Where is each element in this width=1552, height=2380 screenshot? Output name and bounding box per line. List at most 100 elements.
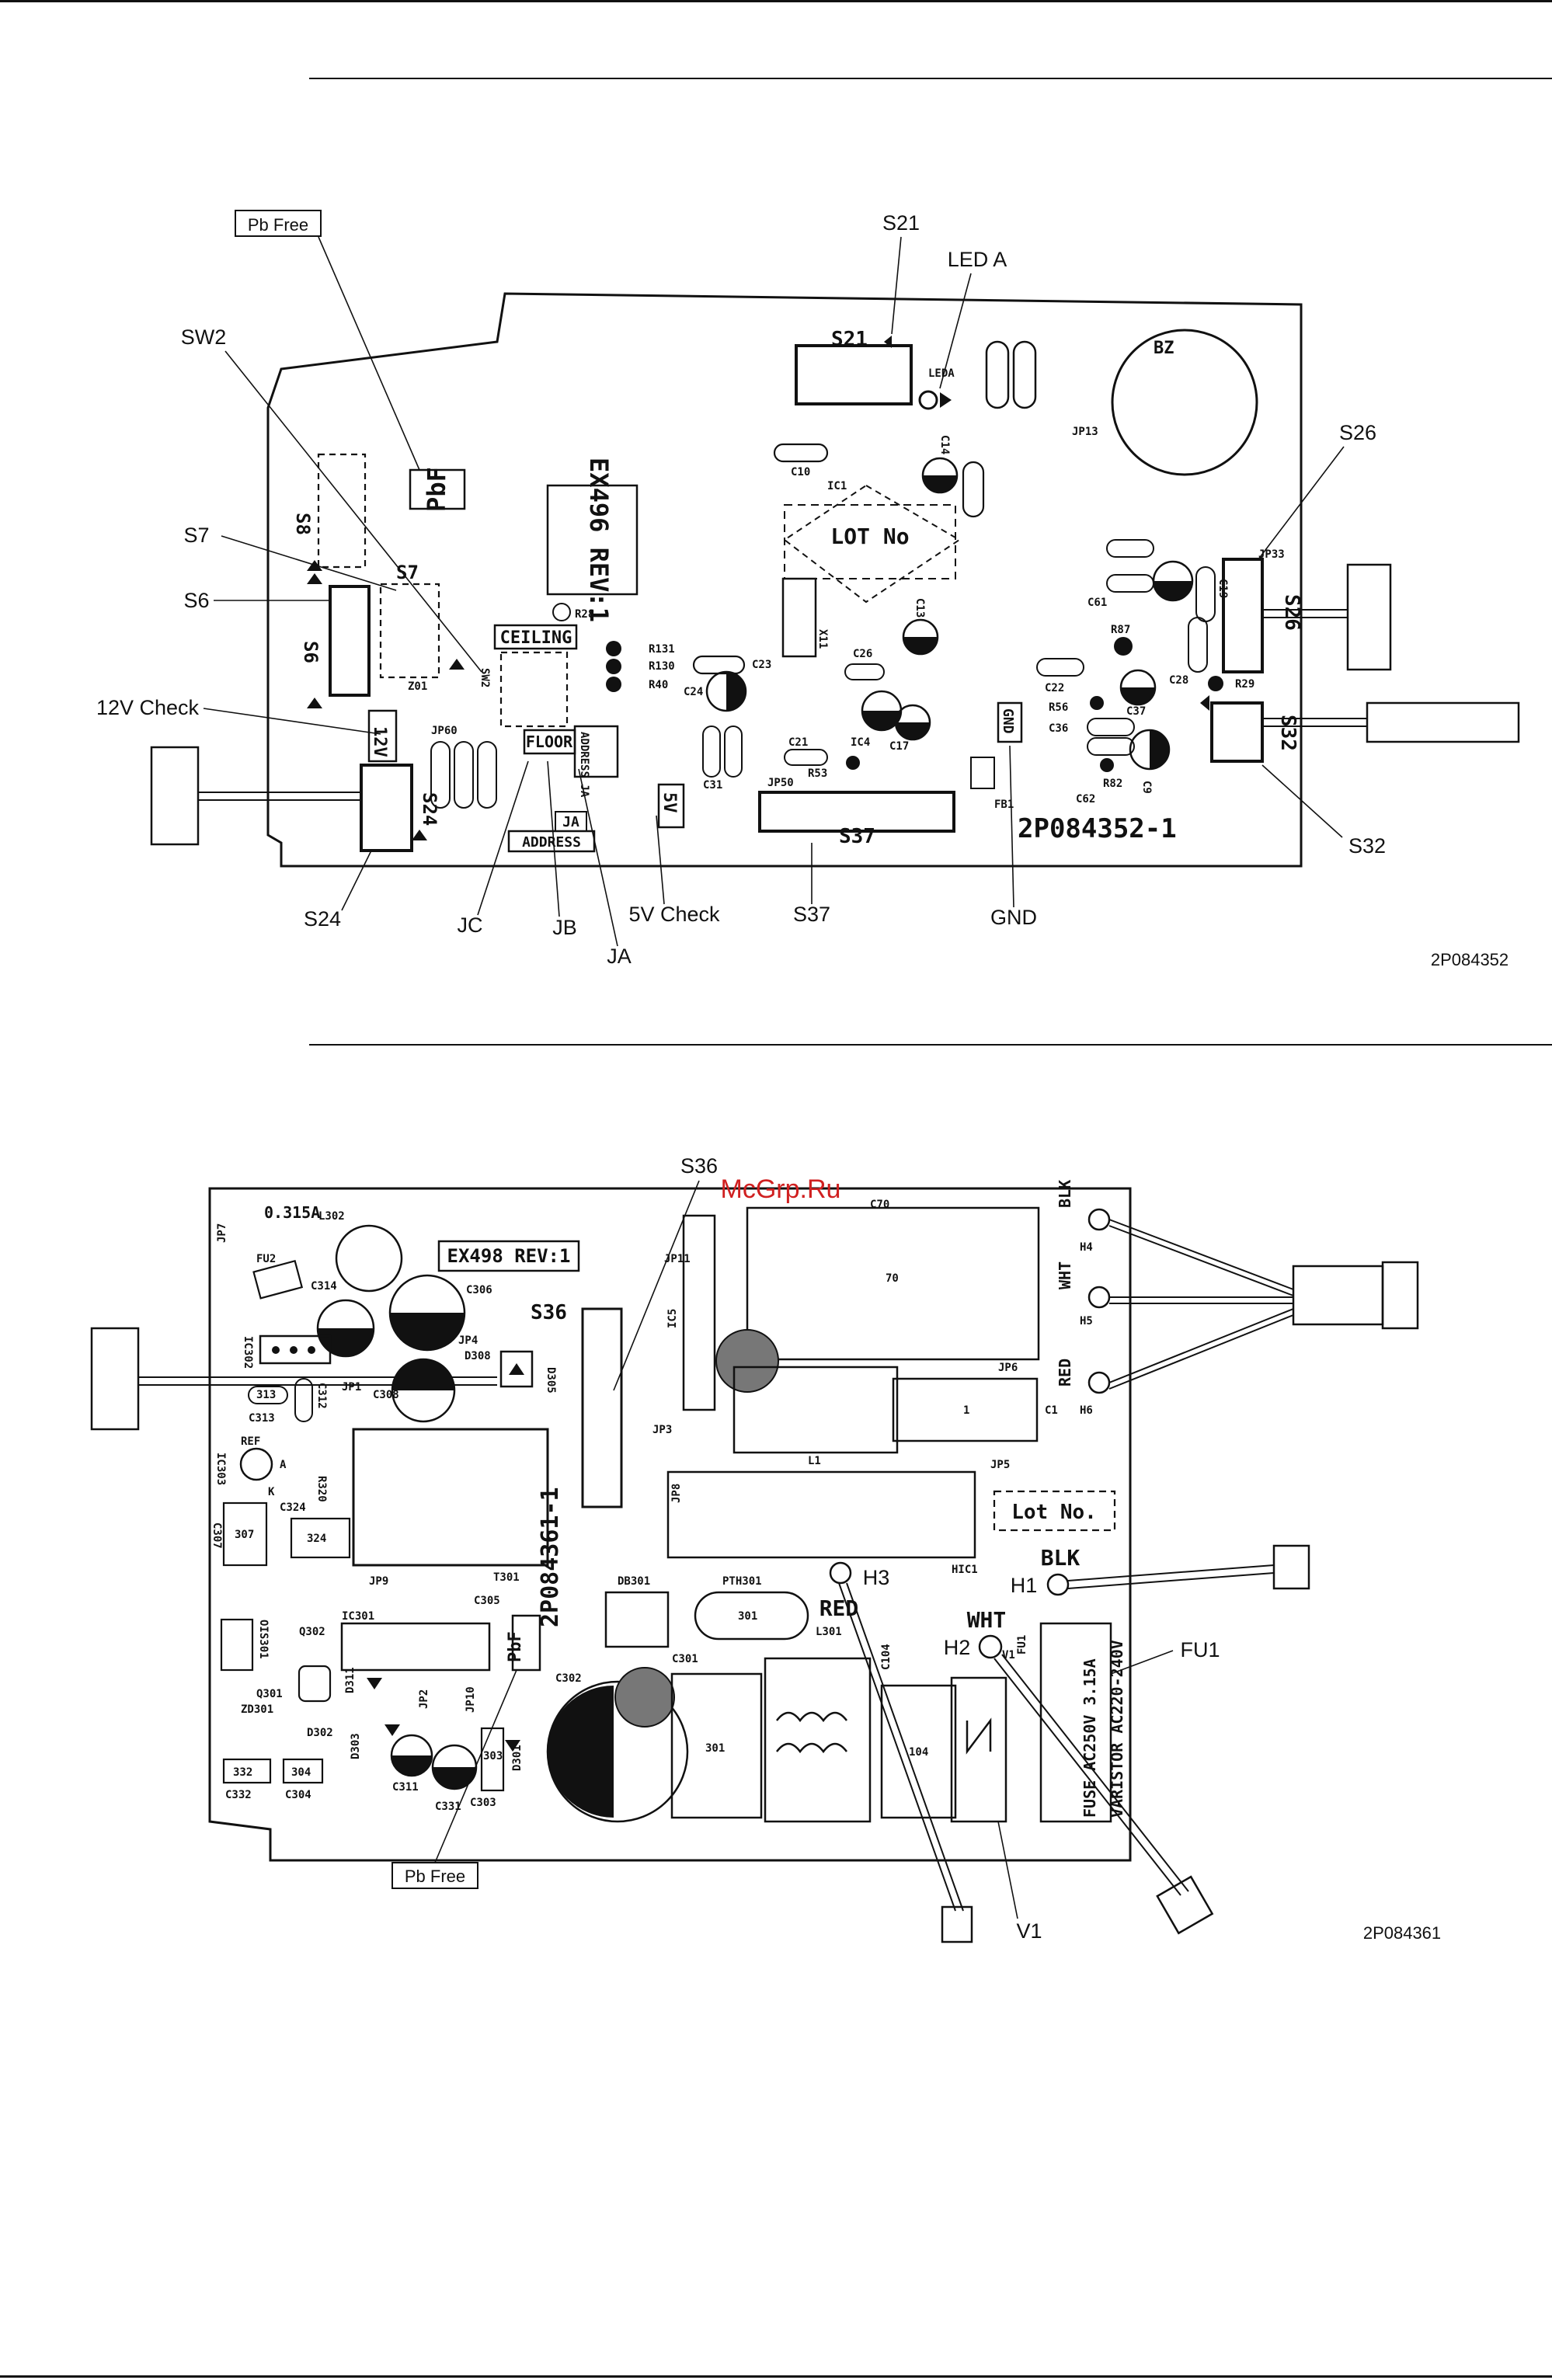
- top-r29-silk: R29: [1235, 678, 1254, 691]
- bottom-324-silk: 324: [307, 1533, 326, 1545]
- bottom-jp1-silk: JP1: [342, 1381, 361, 1394]
- bottom-301b-silk: 301: [705, 1742, 725, 1755]
- bottom-332-silk: 332: [233, 1766, 252, 1779]
- bottom-rev-silk: EX498 REV:1: [447, 1245, 571, 1267]
- bottom-jp9-silk: JP9: [369, 1575, 388, 1588]
- bottom-fu1-silk: FU1: [1016, 1635, 1028, 1655]
- bottom-wht-callout: WHT: [967, 1607, 1007, 1633]
- top-r82-silk: R82: [1103, 778, 1122, 790]
- bottom-fuse-rating-silk: FUSE AC250V 3.15A: [1080, 1658, 1099, 1818]
- bottom-varistor-rating-silk: VARISTOR AC220-240V: [1108, 1640, 1126, 1818]
- top-address-ja-silk: ADDRESS JA: [578, 732, 590, 798]
- top-r130-silk: R130: [649, 660, 675, 673]
- bottom-lot-no-silk: Lot No.: [1011, 1501, 1097, 1524]
- bottom-h5-silk: H5: [1080, 1315, 1093, 1327]
- bottom-board-code: 2P084361: [1363, 1923, 1441, 1943]
- bottom-jp2-silk: JP2: [418, 1689, 430, 1709]
- top-ceiling-silk: CEILING: [500, 628, 572, 648]
- bottom-jp11-silk: JP11: [664, 1253, 691, 1265]
- top-jc-callout: JC: [458, 913, 483, 937]
- top-s7-silk: S7: [396, 562, 419, 583]
- top-jb-callout: JB: [552, 916, 577, 939]
- top-jp60-silk: JP60: [431, 725, 458, 737]
- bottom-jp3-silk: JP3: [652, 1424, 672, 1436]
- watermark: McGrp.Ru: [721, 1174, 841, 1204]
- bottom-jp5-silk: JP5: [990, 1459, 1010, 1471]
- top-c62-silk: C62: [1076, 793, 1095, 806]
- top-12v-check-callout: 12V Check: [96, 696, 200, 719]
- top-jp50-silk: JP50: [767, 777, 794, 789]
- top-c10-silk: C10: [791, 466, 810, 478]
- top-c21-silk: C21: [788, 736, 808, 749]
- top-pb-free-callout: Pb Free: [248, 215, 308, 235]
- top-s37-callout: S37: [793, 903, 830, 926]
- top-r28-silk: R28: [575, 608, 594, 621]
- top-12v-silk: 12V: [370, 726, 389, 757]
- top-ic4-silk: IC4: [851, 736, 870, 749]
- top-gnd-silk: GND: [1000, 708, 1016, 734]
- bottom-ic301-silk: IC301: [342, 1610, 374, 1623]
- top-c28-silk: C28: [1169, 674, 1188, 687]
- bottom-l1-silk: L1: [808, 1455, 821, 1467]
- bottom-c306-silk: C306: [466, 1284, 492, 1296]
- bottom-301a-silk: 301: [738, 1610, 757, 1623]
- bottom-jp4-silk: JP4: [458, 1334, 478, 1347]
- bottom-104-silk: 104: [909, 1746, 928, 1759]
- bottom-ic5-silk: IC5: [666, 1309, 679, 1328]
- bottom-t301-silk: T301: [493, 1571, 520, 1584]
- top-s7-callout: S7: [183, 524, 209, 547]
- top-s26-callout: S26: [1339, 421, 1376, 444]
- bottom-h3-callout: H3: [863, 1566, 890, 1589]
- bottom-d303-silk: D303: [350, 1733, 362, 1759]
- bottom-c312-silk: C312: [315, 1383, 328, 1409]
- top-r40-silk: R40: [649, 679, 668, 691]
- bottom-board-outline: [208, 1187, 1132, 1862]
- bottom-307-silk: 307: [235, 1529, 254, 1541]
- bottom-blk-callout: BLK: [1041, 1545, 1080, 1571]
- bottom-1-silk: 1: [963, 1404, 969, 1417]
- top-s8-silk: S8: [292, 513, 314, 535]
- top-led-a-callout: LED A: [948, 248, 1007, 271]
- top-r53-silk: R53: [808, 767, 827, 780]
- bottom-wht-label: WHT: [1056, 1261, 1074, 1289]
- bottom-ois301-silk: OIS301: [257, 1620, 270, 1659]
- bottom-c1-silk: C1: [1045, 1404, 1058, 1417]
- bottom-70-silk: 70: [886, 1272, 899, 1285]
- bottom-pb-free-callout: Pb Free: [405, 1867, 465, 1886]
- top-s37-silk: S37: [839, 825, 875, 848]
- top-ic1-silk: IC1: [827, 480, 847, 492]
- top-leda-silk: LEDA: [928, 367, 955, 380]
- top-x11-silk: X11: [816, 629, 829, 649]
- bottom-zd301-silk: ZD301: [241, 1703, 273, 1716]
- bottom-db301-silk: DB301: [618, 1575, 650, 1588]
- bottom-h6-silk: H6: [1080, 1404, 1093, 1417]
- top-sw2-silk: SW2: [478, 668, 491, 687]
- top-r87-silk: R87: [1111, 624, 1130, 636]
- top-c36-silk: C36: [1049, 722, 1068, 735]
- bottom-pcb-diagram: McGrp.Ru S36 S36 L302 0.315A FU2 JP7 EX4…: [90, 1154, 1441, 1943]
- bottom-c331-silk: C331: [435, 1801, 461, 1813]
- top-sw2-callout: SW2: [181, 325, 227, 349]
- bottom-c304-silk: C304: [285, 1789, 311, 1801]
- bottom-jp7-silk: JP7: [216, 1223, 228, 1243]
- top-pcb-diagram: Pb Free PbF S21 S21 LED A LEDA SW2 BZ JP…: [96, 210, 1520, 969]
- top-c37-silk: C37: [1126, 705, 1146, 718]
- top-c9-silk: C9: [1140, 781, 1153, 794]
- bottom-d305-silk: D305: [545, 1367, 557, 1394]
- top-s21-callout: S21: [882, 211, 920, 235]
- bottom-l301-silk: L301: [816, 1626, 842, 1638]
- top-c17-silk: C17: [889, 740, 909, 753]
- top-c26-silk: C26: [853, 648, 872, 660]
- bottom-jp6-silk: JP6: [998, 1362, 1018, 1374]
- top-board-code: 2P084352: [1431, 950, 1509, 969]
- bottom-ref-silk: REF: [241, 1435, 260, 1448]
- bottom-page-rule: [0, 2375, 1552, 2378]
- top-fb1-silk: FB1: [994, 799, 1014, 811]
- bottom-hic1-silk: HIC1: [952, 1564, 978, 1576]
- bottom-pth301-silk: PTH301: [722, 1575, 762, 1588]
- bottom-d311-silk: D311: [344, 1667, 357, 1693]
- top-s6-callout: S6: [183, 589, 209, 612]
- top-address-silk: ADDRESS: [522, 834, 581, 851]
- bottom-s36-callout: S36: [680, 1154, 718, 1178]
- bottom-pbf-silk: PbF: [506, 1631, 525, 1662]
